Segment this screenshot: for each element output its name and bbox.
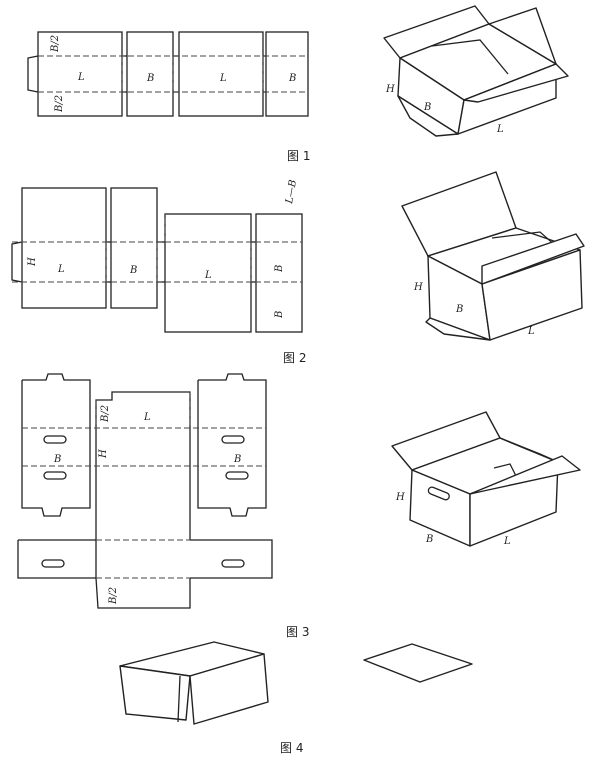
box-side-face bbox=[481, 249, 583, 341]
bottom-flap bbox=[95, 577, 191, 609]
label-l: L bbox=[219, 73, 227, 84]
hand-hole bbox=[221, 559, 245, 568]
label-b: B bbox=[274, 265, 285, 273]
box-label-b: B bbox=[455, 304, 463, 315]
label-b-half-top: B/2 bbox=[100, 405, 111, 423]
glue-flap bbox=[27, 55, 39, 93]
hand-hole bbox=[43, 435, 67, 444]
label-b-half-bottom: B/2 bbox=[54, 95, 65, 113]
right-flap bbox=[488, 7, 557, 65]
figure-1: B/2 B/2 L B L B H B L 图 1 bbox=[27, 5, 569, 163]
box-label-h: H bbox=[413, 282, 423, 293]
figure-1-flat-layout: B/2 B/2 L B L B bbox=[27, 31, 309, 117]
label-l: L bbox=[143, 412, 151, 423]
bottom-flap bbox=[397, 95, 459, 137]
label-l-minus-b: L—B bbox=[284, 179, 299, 206]
label-b: B bbox=[146, 73, 154, 84]
figure-3: B/2 L H B B B/2 H B L 图 3 bbox=[17, 373, 581, 639]
figure-4: 图 4 bbox=[119, 641, 473, 755]
panel-b2 bbox=[265, 31, 309, 117]
figure-3-caption: 图 3 bbox=[286, 625, 309, 639]
label-h: H bbox=[98, 449, 109, 459]
label-l: L bbox=[204, 270, 212, 281]
figure-4-tray bbox=[363, 643, 473, 683]
figure-3-box: H B L bbox=[391, 411, 581, 547]
label-l: L bbox=[57, 264, 65, 275]
label-b: B bbox=[53, 454, 61, 465]
front-flap bbox=[481, 233, 585, 285]
hand-hole bbox=[225, 471, 249, 480]
end-panel-right bbox=[197, 373, 267, 517]
label-b: B bbox=[274, 311, 285, 319]
figure-2-box: H B L bbox=[401, 171, 585, 341]
box-label-l: L bbox=[496, 124, 504, 135]
right-flap bbox=[499, 437, 559, 463]
label-b-half-top: B/2 bbox=[50, 35, 61, 53]
front-flap bbox=[469, 455, 581, 495]
figure-4-sleeve bbox=[119, 641, 269, 725]
hand-hole bbox=[221, 435, 245, 444]
figure-2: H L B L B B L—B H B L 图 2 bbox=[11, 171, 585, 365]
box-label-b: B bbox=[425, 534, 433, 545]
box-label-l: L bbox=[503, 536, 511, 547]
label-b: B bbox=[288, 73, 296, 84]
figure-2-flat-layout: H L B L B B L—B bbox=[11, 179, 303, 333]
label-b-half-bottom: B/2 bbox=[108, 587, 119, 605]
figure-1-caption: 图 1 bbox=[287, 149, 310, 163]
front-flap bbox=[463, 63, 569, 103]
label-h: H bbox=[27, 257, 38, 267]
hand-hole bbox=[43, 471, 67, 480]
box-label-h: H bbox=[395, 492, 405, 503]
figure-4-caption: 图 4 bbox=[280, 741, 303, 755]
figure-3-flat-layout: B/2 L H B B B/2 bbox=[17, 373, 273, 609]
sleeve-left-panel bbox=[119, 665, 191, 721]
label-b: B bbox=[233, 454, 241, 465]
figure-1-box: H B L bbox=[383, 5, 569, 137]
hand-hole bbox=[427, 486, 450, 501]
panel-b2 bbox=[255, 213, 303, 333]
panel-l1 bbox=[21, 187, 107, 309]
hand-hole bbox=[41, 559, 65, 568]
label-l: L bbox=[77, 72, 85, 83]
panel-b1 bbox=[110, 187, 158, 309]
sleeve-right-panel bbox=[189, 653, 269, 725]
bottom-panel-right bbox=[190, 539, 273, 579]
label-b: B bbox=[129, 265, 137, 276]
glue-flap bbox=[11, 241, 23, 283]
box-label-l: L bbox=[527, 326, 535, 337]
box-label-b: B bbox=[423, 102, 431, 113]
bottom-panel-left bbox=[17, 539, 97, 579]
end-panel-left bbox=[21, 373, 91, 517]
bottom-flap bbox=[425, 317, 491, 341]
figure-2-caption: 图 2 bbox=[283, 351, 306, 365]
box-label-h: H bbox=[385, 84, 395, 95]
